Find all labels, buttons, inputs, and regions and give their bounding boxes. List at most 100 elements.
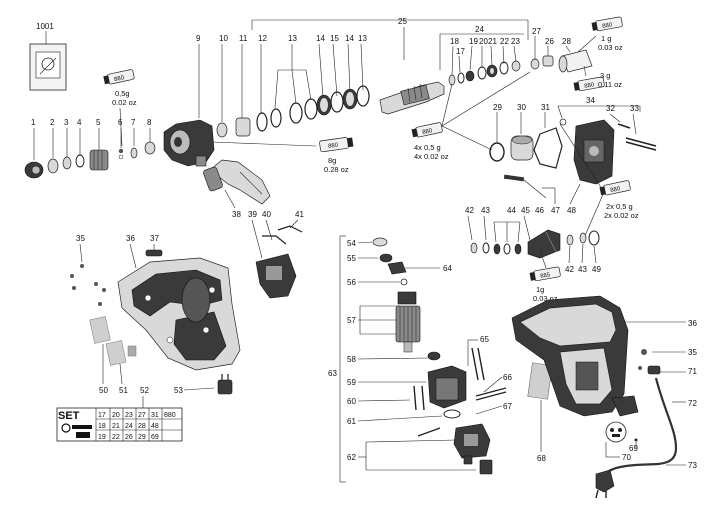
grease-tube-880-small: 880 0,5g 0.02 oz [103, 69, 137, 147]
grease-tube-880-4x: 880 4x 0,5 g 4x 0.02 oz [411, 71, 531, 161]
svg-text:60: 60 [347, 397, 356, 406]
svg-text:46: 46 [535, 206, 544, 215]
svg-text:57: 57 [347, 316, 356, 325]
svg-text:33: 33 [630, 104, 639, 113]
svg-text:29: 29 [138, 434, 146, 441]
svg-text:31: 31 [541, 103, 550, 112]
svg-text:38: 38 [232, 210, 241, 219]
svg-text:49: 49 [592, 265, 601, 274]
svg-text:19: 19 [98, 434, 106, 441]
svg-text:65: 65 [480, 335, 489, 344]
svg-text:28: 28 [562, 37, 571, 46]
parts-29-34: 29 30 31 34 32 33 [489, 96, 657, 185]
svg-text:23: 23 [511, 37, 520, 46]
grease-tube-880-2x: 880 2x 0,5 g 2x 0.02 oz [559, 123, 639, 239]
svg-text:55: 55 [347, 254, 356, 263]
motor-housing-right: 36 35 71 72 73 69 70 [511, 295, 697, 499]
svg-text:880: 880 [584, 82, 596, 90]
label-7: 7 [131, 118, 136, 127]
svg-text:0.02 oz: 0.02 oz [112, 98, 137, 107]
grease-tube-880-3g: 880 3 g 0.11 oz [573, 65, 622, 92]
svg-text:39: 39 [248, 210, 257, 219]
svg-text:42: 42 [465, 206, 474, 215]
svg-text:26: 26 [545, 37, 554, 46]
svg-text:0.03 oz: 0.03 oz [533, 294, 558, 303]
svg-text:40: 40 [262, 210, 271, 219]
grease-tube-880-8g: 880 8g 0.28 oz [211, 137, 354, 174]
kit-1001-box: 1001 [29, 22, 67, 91]
switch-parts-39-41: 39 40 41 [248, 210, 304, 299]
svg-text:18: 18 [98, 423, 106, 430]
svg-text:3 g: 3 g [600, 71, 610, 80]
svg-text:20: 20 [479, 37, 488, 46]
svg-text:23: 23 [125, 412, 133, 419]
svg-text:24: 24 [125, 423, 133, 430]
svg-text:20: 20 [112, 412, 120, 419]
svg-text:0,5g: 0,5g [115, 89, 130, 98]
svg-text:880: 880 [602, 22, 614, 30]
svg-text:22: 22 [500, 37, 509, 46]
svg-text:885: 885 [540, 272, 552, 280]
svg-text:43: 43 [578, 265, 587, 274]
svg-text:68: 68 [537, 454, 546, 463]
svg-text:72: 72 [688, 399, 697, 408]
svg-text:31: 31 [151, 412, 159, 419]
svg-text:67: 67 [503, 402, 512, 411]
svg-text:SET: SET [58, 410, 80, 422]
svg-text:17: 17 [98, 412, 106, 419]
svg-text:47: 47 [551, 206, 560, 215]
svg-text:71: 71 [688, 367, 697, 376]
label-2: 2 [50, 118, 55, 127]
connector-53: 53 [174, 374, 233, 395]
svg-text:48: 48 [567, 206, 576, 215]
svg-text:25: 25 [398, 17, 407, 26]
svg-text:61: 61 [347, 417, 356, 426]
svg-text:13: 13 [288, 34, 297, 43]
svg-text:43: 43 [481, 206, 490, 215]
side-handle-38: 38 [203, 159, 271, 219]
svg-text:27: 27 [138, 412, 146, 419]
label-1: 1 [31, 118, 36, 127]
svg-text:9: 9 [196, 34, 201, 43]
set-table: 52 SET 17 20 23 27 31 880 18 21 24 28 48… [56, 386, 183, 442]
svg-text:22: 22 [112, 434, 120, 441]
svg-text:42: 42 [565, 265, 574, 274]
gear-housing-9: 9 [163, 34, 215, 167]
svg-text:66: 66 [503, 373, 512, 382]
svg-text:34: 34 [586, 96, 595, 105]
svg-text:35: 35 [688, 348, 697, 357]
svg-text:17: 17 [456, 47, 465, 56]
svg-text:26: 26 [125, 434, 133, 441]
svg-text:36: 36 [126, 234, 135, 243]
svg-text:30: 30 [517, 103, 526, 112]
svg-text:880: 880 [328, 143, 339, 150]
svg-text:0.03 oz: 0.03 oz [598, 43, 623, 52]
svg-text:1 g: 1 g [601, 34, 611, 43]
label-4: 4 [77, 118, 82, 127]
svg-text:54: 54 [347, 239, 356, 248]
label-5: 5 [96, 118, 101, 127]
parts-26-28: 27 26 28 [530, 27, 593, 73]
svg-text:880: 880 [164, 412, 176, 419]
motor-housing-left: 35 36 37 [70, 234, 241, 371]
svg-text:880: 880 [610, 186, 622, 194]
barrel-parts-row: 10 11 12 13 14 15 14 13 [216, 34, 370, 138]
stickers-50-51: 50 51 [89, 316, 137, 395]
svg-text:14: 14 [345, 34, 354, 43]
svg-text:73: 73 [688, 461, 697, 470]
spindle-assembly: 25 24 18 19 20 21 22 23 17 [251, 17, 529, 115]
svg-text:18: 18 [450, 37, 459, 46]
svg-text:13: 13 [358, 34, 367, 43]
svg-text:29: 29 [493, 103, 502, 112]
svg-text:64: 64 [443, 264, 452, 273]
svg-text:10: 10 [219, 34, 228, 43]
intermediate-shaft-row: 42 43 44 45 42 43 49 [465, 206, 601, 274]
svg-text:52: 52 [140, 386, 149, 395]
svg-text:56: 56 [347, 278, 356, 287]
svg-text:21: 21 [488, 37, 497, 46]
svg-text:21: 21 [112, 423, 120, 430]
svg-text:4x 0,5 g: 4x 0,5 g [414, 143, 441, 152]
svg-text:59: 59 [347, 378, 356, 387]
svg-text:27: 27 [532, 27, 541, 36]
